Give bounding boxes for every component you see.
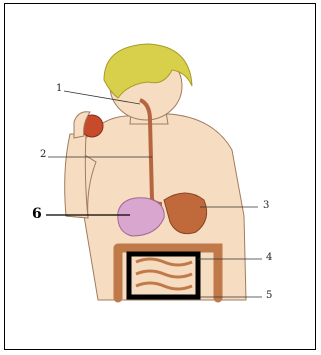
forearm bbox=[65, 134, 88, 218]
label-2: 2 bbox=[40, 150, 46, 160]
label-5: 5 bbox=[266, 291, 272, 301]
label-4: 4 bbox=[266, 253, 272, 263]
label-6: 6 bbox=[32, 207, 42, 221]
label-1: 1 bbox=[56, 84, 62, 94]
label-3: 3 bbox=[263, 201, 269, 211]
